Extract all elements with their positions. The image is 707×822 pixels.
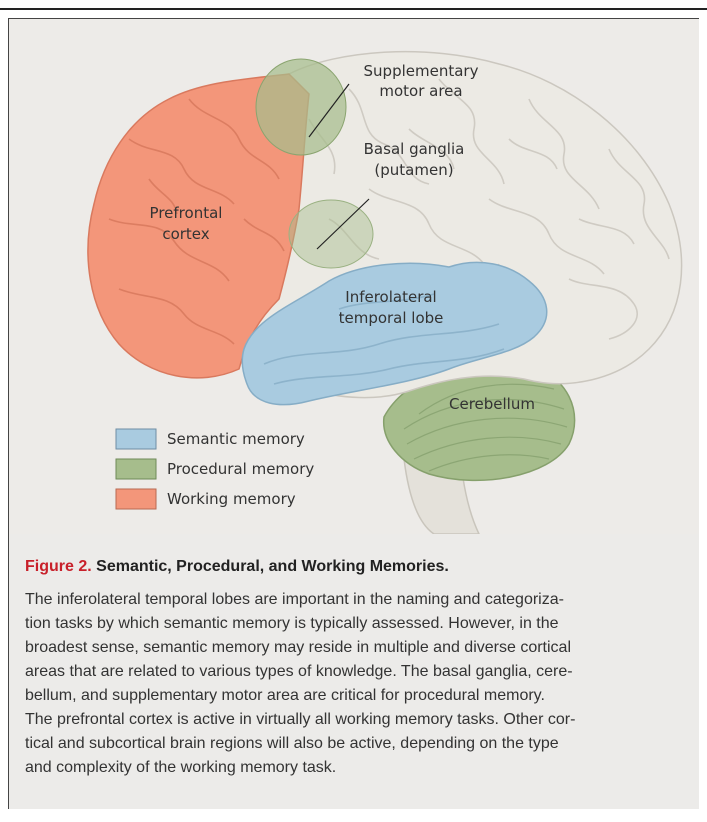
legend-swatch-semantic (116, 429, 156, 449)
figure-caption: Figure 2. Semantic, Procedural, and Work… (9, 534, 699, 809)
caption-body: The inferolateral temporal lobes are imp… (25, 588, 687, 780)
legend-label-procedural: Procedural memory (167, 460, 314, 478)
basal-ganglia-label-line1: Basal ganglia (364, 140, 465, 158)
figure-label: Figure 2. (25, 558, 92, 575)
legend: Semantic memory Procedural memory Workin… (116, 429, 314, 509)
caption-line: broadest sense, semantic memory may resi… (25, 636, 687, 660)
caption-line: areas that are related to various types … (25, 660, 687, 684)
caption-line: tical and subcortical brain regions will… (25, 732, 687, 756)
supplementary-motor-area-region (256, 59, 346, 155)
basal-ganglia-region (289, 200, 373, 268)
legend-swatch-procedural (116, 459, 156, 479)
figure-heading: Semantic, Procedural, and Working Memori… (96, 558, 449, 575)
legend-label-working: Working memory (167, 490, 296, 508)
top-rule (0, 8, 707, 10)
prefrontal-cortex-label-line1: Prefrontal (150, 204, 223, 222)
caption-line: and complexity of the working memory tas… (25, 756, 687, 780)
legend-swatch-working (116, 489, 156, 509)
brain-diagram: Supplementary motor area Basal ganglia (… (9, 19, 699, 534)
caption-line: bellum, and supplementary motor area are… (25, 684, 687, 708)
caption-line: The prefrontal cortex is active in virtu… (25, 708, 687, 732)
basal-ganglia-label-line2: (putamen) (374, 161, 453, 179)
caption-title: Figure 2. Semantic, Procedural, and Work… (25, 558, 449, 576)
legend-label-semantic: Semantic memory (167, 430, 305, 448)
figure: Supplementary motor area Basal ganglia (… (8, 18, 699, 809)
supplementary-motor-area-label-line2: motor area (379, 82, 462, 100)
caption-line: tion tasks by which semantic memory is t… (25, 612, 687, 636)
inferolateral-temporal-lobe-label-line1: Inferolateral (345, 288, 436, 306)
cerebellum-label: Cerebellum (449, 395, 535, 413)
inferolateral-temporal-lobe-label-line2: temporal lobe (339, 309, 444, 327)
caption-line: The inferolateral temporal lobes are imp… (25, 588, 687, 612)
supplementary-motor-area-label-line1: Supplementary (364, 62, 479, 80)
prefrontal-cortex-label-line2: cortex (162, 225, 209, 243)
